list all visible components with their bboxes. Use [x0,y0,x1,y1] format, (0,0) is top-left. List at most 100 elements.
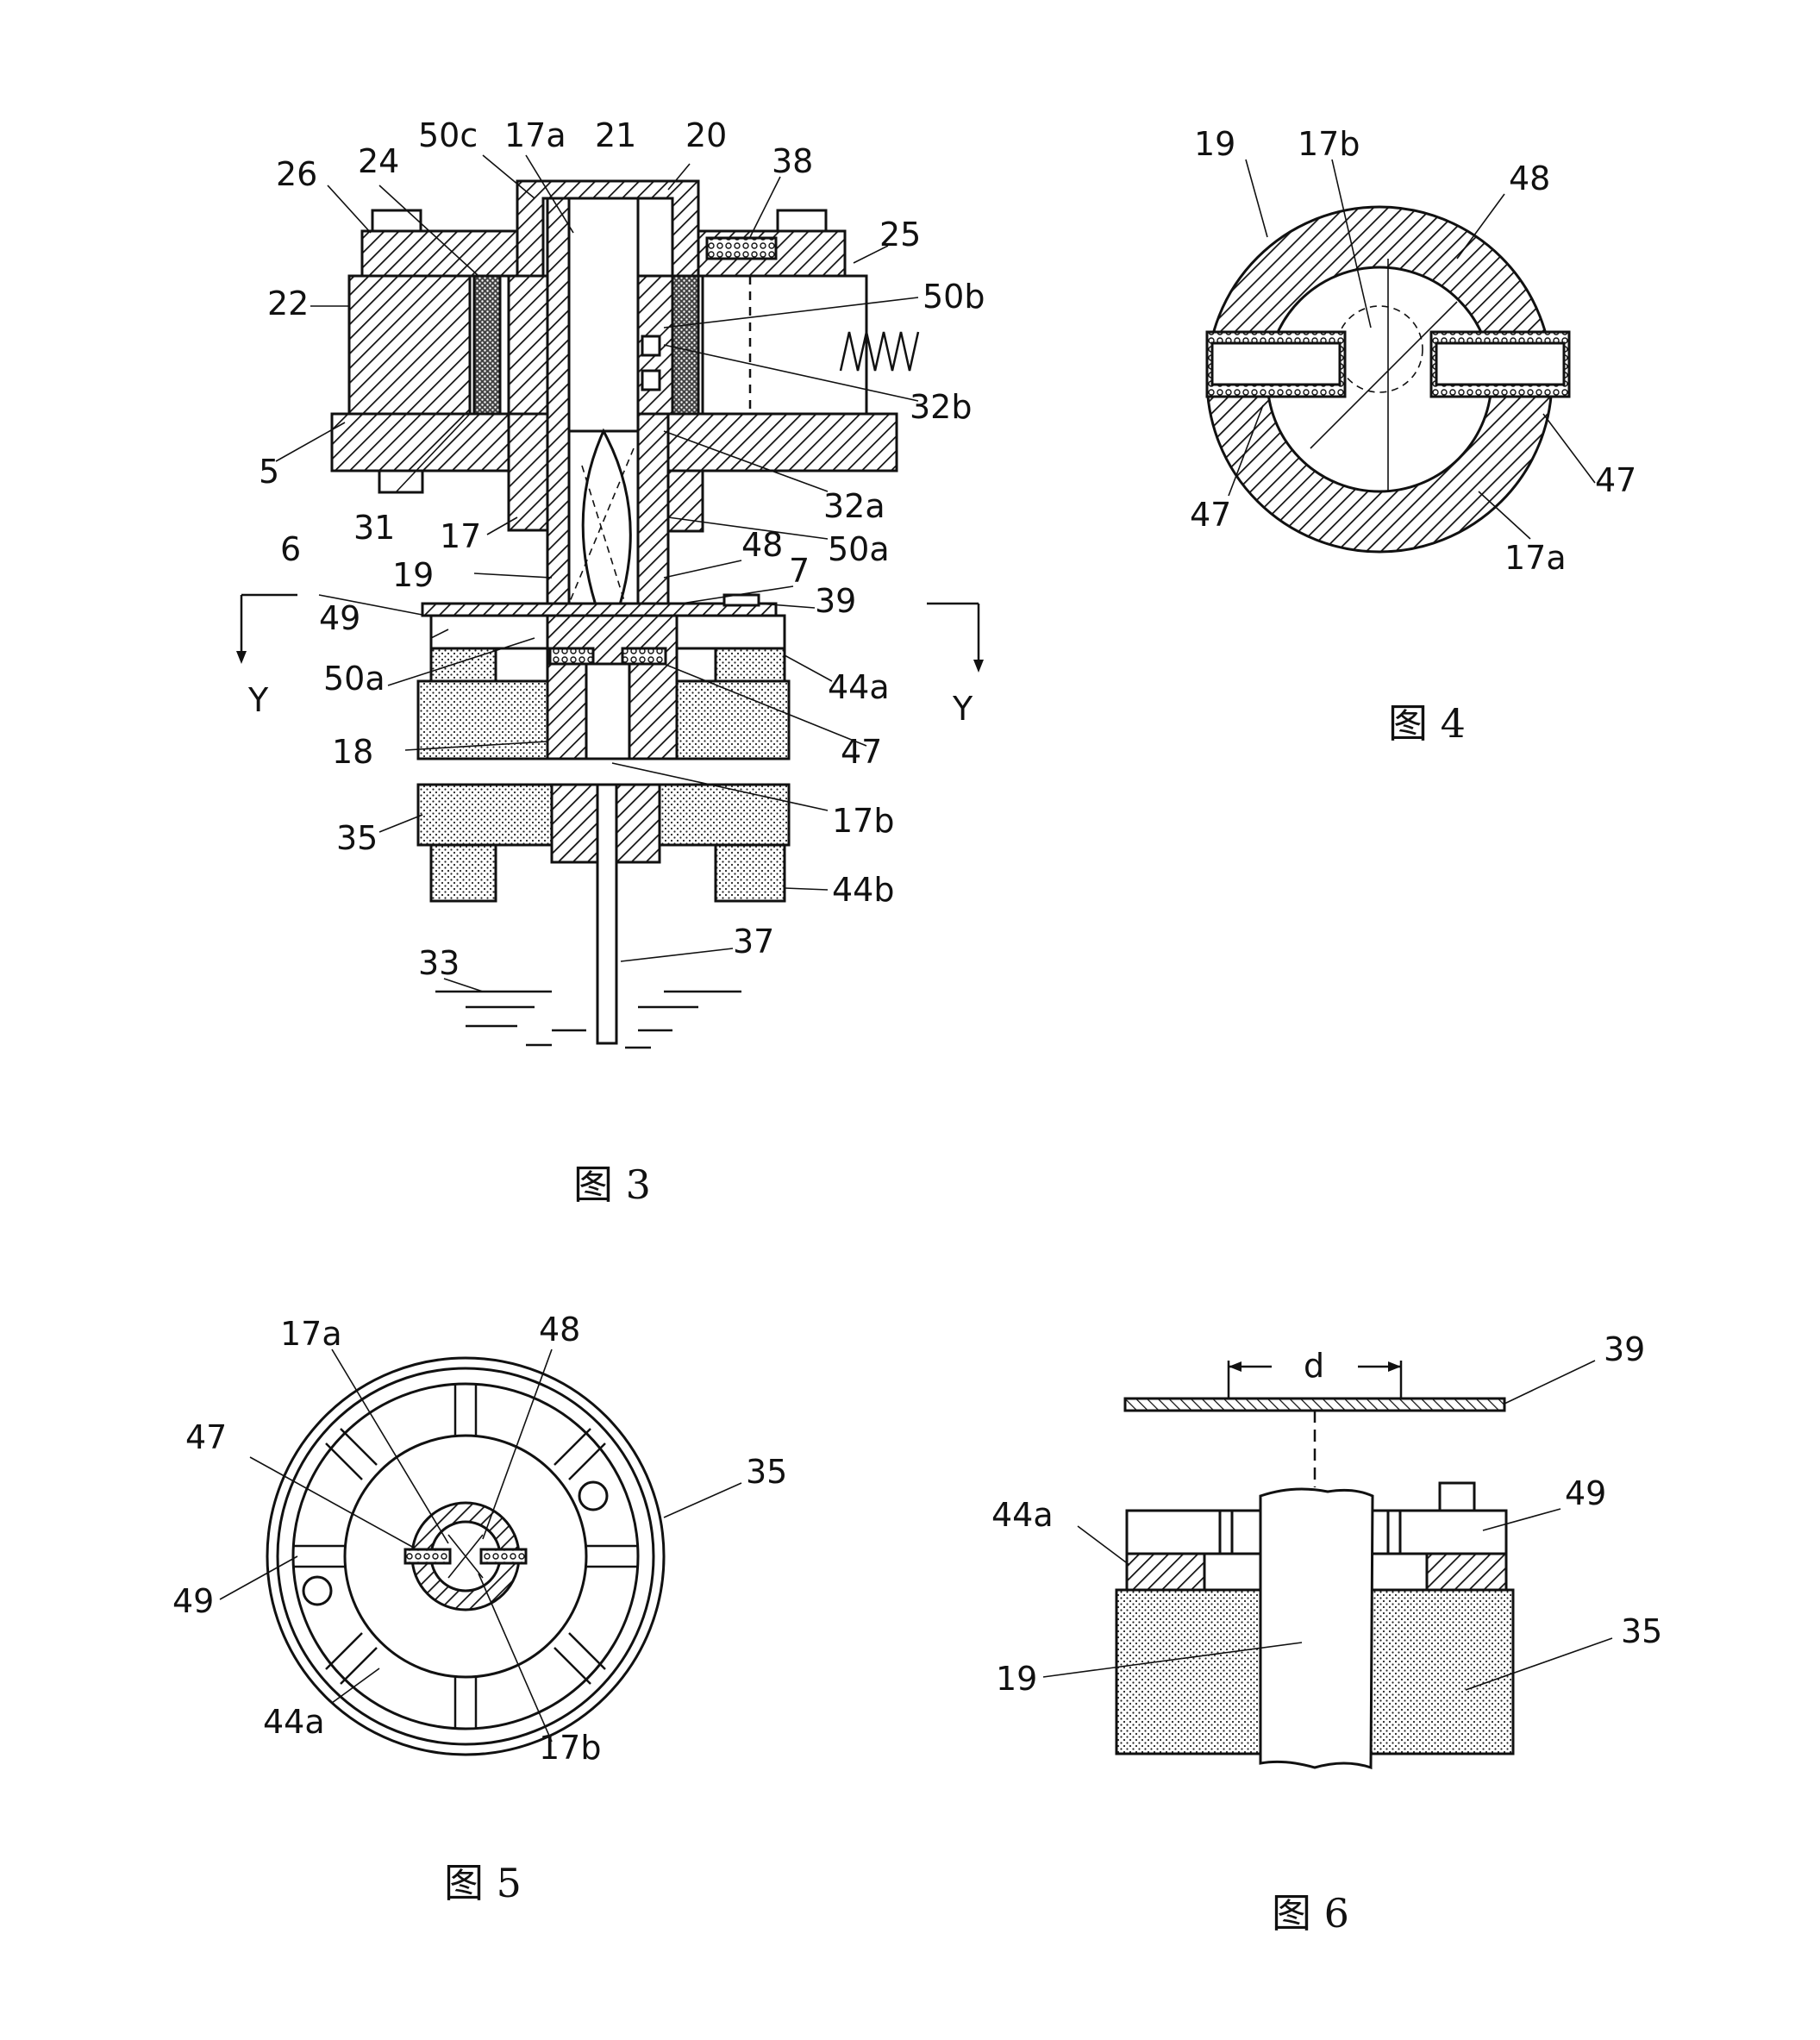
label-44b: 44b [832,871,894,909]
figure-6: d 39 44a 49 19 35 图 6 [991,1330,1662,1937]
label-Y-left: Y [247,681,269,719]
slot-2 [1386,1509,1402,1555]
label-19: 19 [1194,125,1235,163]
label-39: 39 [1604,1330,1645,1368]
pin-47-right [621,647,667,666]
label-7: 7 [789,552,810,590]
label-50a-right: 50a [828,530,890,568]
label-Y-right: Y [952,690,973,728]
label-17a: 17a [1504,539,1567,577]
magnet-44b-left [429,843,497,903]
shaft-19 [1259,1487,1374,1770]
label-17b: 17b [832,802,894,840]
pin-47-left-core [1210,341,1342,386]
top-plate-26 [360,229,519,278]
label-33: 33 [418,944,460,982]
slot-1 [1218,1509,1234,1555]
shaft-wall-left [546,197,571,614]
caption-figure-4: 图 4 [1388,700,1466,747]
label-21: 21 [595,116,636,154]
coil-right [671,274,700,416]
label-17b: 17b [539,1729,601,1767]
liquid-33 [435,990,741,1049]
label-17b: 17b [1298,125,1360,163]
magnet-22 [347,274,472,416]
hole-left [302,1575,333,1606]
bore-17b [585,662,631,760]
label-44a: 44a [991,1496,1054,1534]
label-31: 31 [353,509,395,547]
label-50b: 50b [923,278,985,316]
spring [839,331,920,372]
label-44a: 44a [828,668,890,706]
label-37: 37 [733,923,774,961]
label-49: 49 [319,599,360,637]
bolt-31 [378,469,424,494]
label-47-right: 47 [1595,461,1636,499]
label-35: 35 [746,1453,787,1491]
label-35: 35 [1621,1612,1662,1650]
figure-4: 19 17b 48 47 47 17a 图 4 [1190,125,1636,747]
label-d: d [1304,1347,1324,1385]
sleeve-17-right [666,469,704,533]
label-24: 24 [358,142,399,180]
label-22: 22 [267,285,309,322]
spokes [293,1384,638,1729]
bolt-top-left [371,209,422,233]
label-32a: 32a [823,487,885,525]
label-50c: 50c [418,116,478,154]
figure-5: 17a 48 47 35 49 44a 17b 图 5 [172,1311,787,1906]
label-20: 20 [685,116,727,154]
label-18: 18 [332,733,373,771]
pin-47-right-core [1435,341,1566,386]
coil-38 [705,236,778,260]
caption-figure-3: 图 3 [573,1161,651,1208]
magnet-44a-left [1125,1552,1206,1592]
label-17a: 17a [504,116,566,154]
tab [1438,1481,1476,1512]
label-19: 19 [392,556,434,594]
base-plate-5-right [666,412,898,472]
housing-25 [701,274,868,416]
label-48: 48 [741,526,783,564]
label-47-left: 47 [1190,496,1231,534]
label-48: 48 [1509,160,1550,197]
label-49: 49 [1565,1474,1606,1512]
pin-47-right [479,1548,528,1565]
label-47: 47 [185,1418,227,1456]
label-25: 25 [879,216,921,253]
label-17: 17 [440,517,481,555]
coil-24 [472,274,502,416]
label-26: 26 [276,155,317,193]
label-49: 49 [172,1582,214,1620]
figure-3-leaders [275,154,919,992]
bolt-top-right [776,209,828,233]
magnet-44a-right [714,647,786,683]
sleeve-17 [507,412,549,532]
hole-right [578,1480,609,1511]
rod-37 [596,783,618,1045]
label-47: 47 [841,733,882,771]
caption-figure-5: 图 5 [444,1860,522,1906]
caption-figure-6: 图 6 [1272,1890,1349,1937]
label-38: 38 [772,142,813,180]
figure-3: 26 24 50c 17a 21 20 38 25 50b 22 32b 5 3… [236,116,985,1208]
small-block-50b-1 [641,335,661,357]
label-44a: 44a [263,1703,325,1741]
magnet-44a-right [1425,1552,1508,1592]
shaft-wall-right [636,412,670,614]
label-50a-left: 50a [323,660,385,698]
sleeve [507,274,549,416]
label-32b: 32b [910,388,972,426]
label-17a: 17a [280,1315,342,1353]
small-block-50b-2 [641,369,661,391]
dimension-d [1227,1361,1403,1399]
shaft-17a-bore [567,197,640,433]
plate-39 [1123,1397,1506,1412]
pin-47-left [548,647,595,666]
label-39: 39 [815,582,856,620]
label-5: 5 [259,453,279,491]
label-6: 6 [280,530,301,568]
label-19: 19 [996,1660,1037,1698]
